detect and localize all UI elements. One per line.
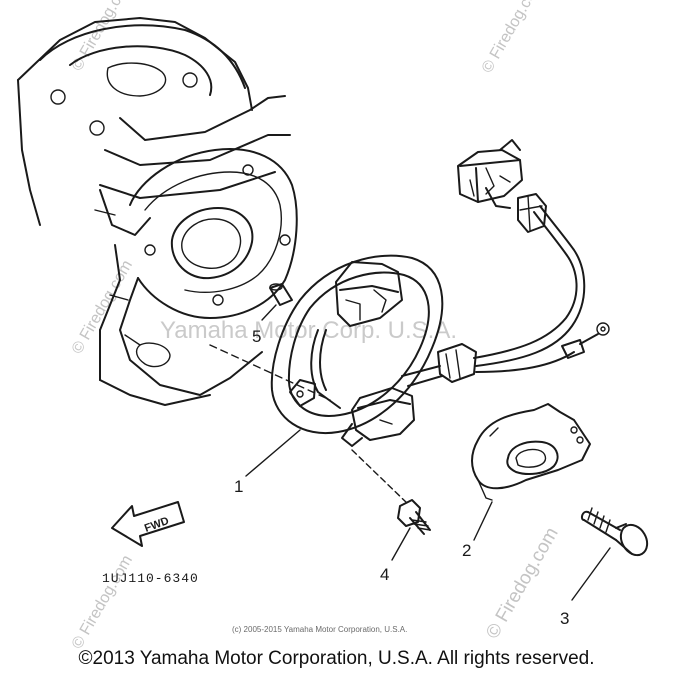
fwd-label: FWD bbox=[143, 515, 171, 535]
plate-part-2 bbox=[471, 403, 591, 501]
small-copyright: (c) 2005-2015 Yamaha Motor Corporation, … bbox=[232, 625, 407, 634]
leader-lines bbox=[245, 429, 611, 601]
firedog-watermark: © Firedog.com bbox=[482, 524, 563, 643]
screw-part-4 bbox=[397, 499, 431, 535]
svg-text:Yamaha Motor Corp. U.S.A.: Yamaha Motor Corp. U.S.A. bbox=[160, 317, 457, 344]
stator-plate-part-1 bbox=[270, 254, 477, 447]
svg-text:© Firedog.com: © Firedog.com bbox=[69, 552, 136, 652]
callout-3: 3 bbox=[560, 609, 569, 628]
callout-2: 2 bbox=[462, 541, 471, 560]
callout-5: 5 bbox=[252, 327, 261, 346]
wiring-harness bbox=[457, 139, 610, 373]
svg-text:© Firedog.com: © Firedog.com bbox=[69, 257, 136, 357]
watermark: © Firedog.com © Firedog.com © Firedog.co… bbox=[69, 0, 546, 652]
part-code: 1UJ110-6340 bbox=[102, 571, 199, 586]
svg-text:© Firedog.com: © Firedog.com bbox=[479, 0, 546, 76]
callout-1: 1 bbox=[234, 477, 243, 496]
callout-4: 4 bbox=[380, 565, 389, 584]
pin-part-5 bbox=[261, 283, 293, 321]
engine-block bbox=[17, 17, 298, 406]
fwd-arrow-icon: FWD bbox=[111, 501, 185, 547]
bolt-part-3 bbox=[580, 507, 649, 557]
footer-copyright: ©2013 Yamaha Motor Corporation, U.S.A. A… bbox=[78, 648, 595, 669]
center-line bbox=[209, 344, 331, 401]
